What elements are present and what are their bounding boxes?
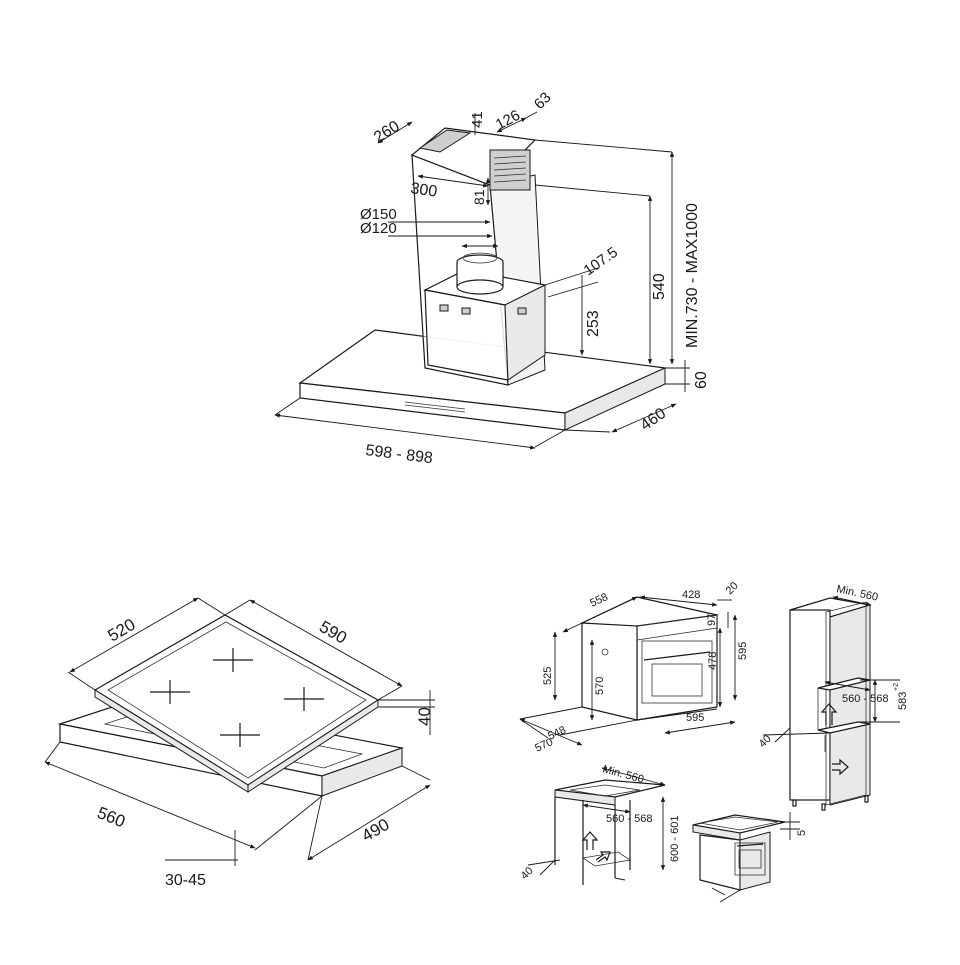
label-520: 520 (105, 615, 139, 646)
label-diam120: Ø120 (360, 220, 397, 237)
dim-490-line (307, 784, 431, 861)
airflow-arrow-up-under-icon (581, 831, 599, 850)
dim-428-line (639, 595, 718, 607)
burner-right-icon (284, 687, 324, 711)
label-590: 590 (316, 617, 350, 648)
label-30-45: 30-45 (165, 872, 206, 889)
dim-460-line (611, 403, 677, 433)
label-107-5: 107.5 (581, 244, 622, 279)
label-260: 260 (371, 118, 403, 147)
airflow-arrow-up-icon (820, 703, 838, 725)
label-540: 540 (651, 273, 668, 300)
label-428: 428 (682, 589, 700, 601)
under-counter-drawing: Min. 560 560 - 568 600 - 601 40 (519, 763, 681, 885)
dim-598-898-line (274, 413, 536, 450)
gas-hob-drawing: 520 590 40 560 490 30-45 (44, 597, 435, 889)
label-558: 558 (588, 591, 610, 610)
tall-column-drawing: Min. 560 560 - 568 583 +2 40 (757, 583, 909, 811)
airflow-arrow-diag-icon (595, 851, 611, 863)
chimney-hood-drawing: 260 41 126 63 300 81 Ø150 Ø120 107.5 540… (274, 89, 710, 467)
label-560-568-under: 560 - 568 (606, 813, 652, 825)
label-min730-max1000: MIN.730 - MAX1000 (684, 203, 701, 348)
label-5: 5 (796, 830, 808, 836)
label-583-tolerance: +2 (893, 683, 900, 691)
label-595-height: 595 (737, 642, 749, 660)
label-560: 560 (95, 803, 128, 831)
label-600-601: 600 - 601 (669, 816, 681, 862)
dim-260-line (377, 121, 413, 144)
dim-520-line (69, 597, 199, 673)
dim-300-line (417, 174, 489, 188)
label-598-898: 598 - 898 (365, 442, 434, 467)
label-253: 253 (585, 310, 602, 337)
label-diam150: Ø150 (360, 206, 397, 223)
dim-590-line (249, 599, 403, 687)
label-583: 583 (897, 692, 909, 710)
combo-oven-door (734, 842, 766, 876)
label-41: 41 (469, 111, 486, 128)
oven-handle (643, 651, 711, 661)
built-in-oven-drawing: 558 428 20 97 525 570 478 595 548 570 59… (519, 580, 749, 755)
oven-front (636, 614, 718, 721)
burner-top-icon (213, 648, 253, 672)
dim-558-line (562, 596, 638, 633)
burner-bottom-icon (220, 723, 260, 747)
burner-icons (150, 648, 324, 747)
label-81: 81 (471, 189, 487, 205)
motor-box (424, 289, 509, 381)
label-60: 60 (693, 371, 710, 389)
vent-grille (489, 149, 531, 191)
label-97: 97 (706, 614, 718, 626)
dim-560-line (44, 761, 256, 849)
label-40-under: 40 (519, 865, 536, 882)
label-490: 490 (359, 815, 393, 846)
label-595-width: 595 (686, 712, 704, 724)
label-40-column: 40 (757, 733, 774, 750)
hood-control-bar (404, 401, 466, 410)
label-63: 63 (531, 89, 555, 113)
label-20: 20 (724, 580, 741, 597)
label-570-height: 570 (594, 677, 606, 695)
oven-door (641, 640, 713, 704)
label-300: 300 (409, 180, 438, 201)
label-40: 40 (415, 707, 434, 726)
oven-window (651, 663, 703, 697)
burner-left-icon (150, 680, 190, 704)
label-525: 525 (542, 667, 554, 685)
label-478: 478 (707, 652, 719, 670)
label-560-568-column: 560 - 568 (842, 693, 888, 705)
airflow-arrow-right-icon (832, 758, 849, 776)
hob-oven-combo-drawing: 5 (692, 812, 808, 903)
label-126: 126 (493, 107, 523, 134)
